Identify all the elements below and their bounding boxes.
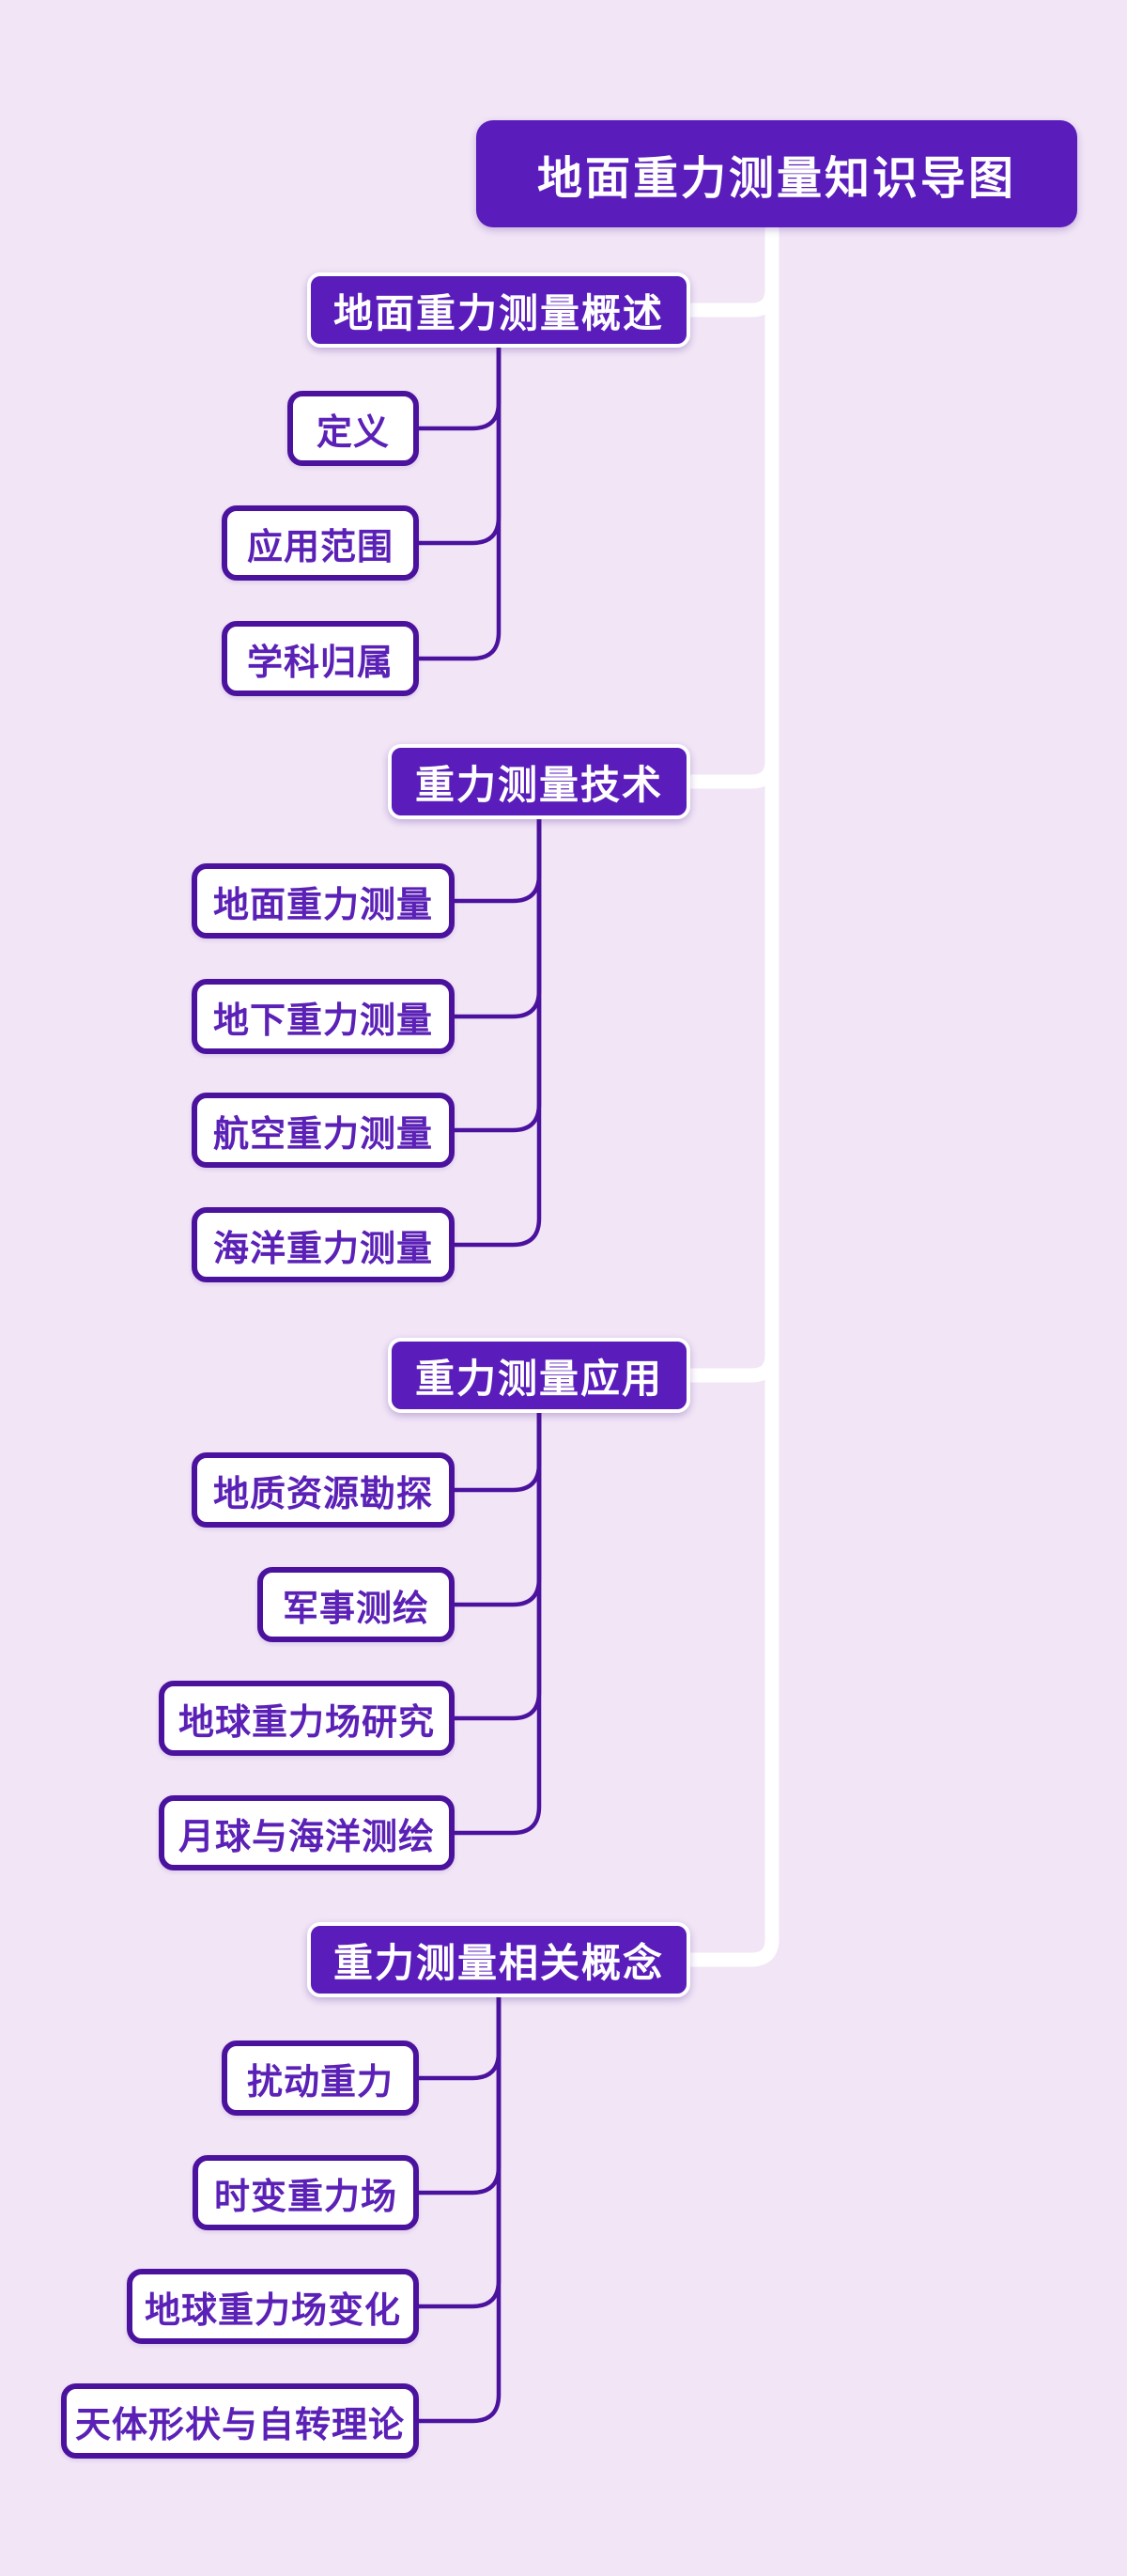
child-node-marine-gravimetry[interactable]: 海洋重力测量 <box>192 1207 455 1282</box>
child-node-underground-gravimetry[interactable]: 地下重力测量 <box>192 979 455 1054</box>
child-node-label: 应用范围 <box>246 527 394 567</box>
child-node-time-varying-gravity-field[interactable]: 时变重力场 <box>193 2155 419 2230</box>
child-connector <box>416 1995 502 2309</box>
child-connector <box>452 817 542 1248</box>
branch-node-techniques[interactable]: 重力测量技术 <box>388 744 690 819</box>
child-node-ground-gravimetry[interactable]: 地面重力测量 <box>192 863 455 939</box>
child-node-earth-gravity-field-research[interactable]: 地球重力场研究 <box>159 1681 455 1756</box>
child-connector <box>452 817 542 1133</box>
root-node[interactable]: 地面重力测量知识导图 <box>476 120 1077 227</box>
child-node-label: 地球重力场研究 <box>178 1702 435 1743</box>
child-node-label: 月球与海洋测绘 <box>178 1817 435 1857</box>
child-connector <box>416 1995 502 2424</box>
branch-node-label: 地面重力测量概述 <box>332 290 664 335</box>
branch-connector-overview <box>687 288 780 318</box>
child-node-label: 扰动重力 <box>246 2062 394 2103</box>
child-node-label: 军事测绘 <box>282 1589 429 1629</box>
child-connector <box>416 346 502 661</box>
child-node-celestial-shape-rotation-theory[interactable]: 天体形状与自转理论 <box>61 2383 419 2459</box>
branch-node-overview[interactable]: 地面重力测量概述 <box>307 272 690 348</box>
child-connector <box>416 1995 502 2081</box>
child-connector <box>416 346 502 431</box>
child-node-label: 时变重力场 <box>213 2177 397 2217</box>
child-connector <box>452 1411 542 1493</box>
branch-node-related-concepts[interactable]: 重力测量相关概念 <box>307 1922 690 1997</box>
child-node-label: 地面重力测量 <box>212 885 433 925</box>
branch-node-label: 重力测量技术 <box>414 762 663 807</box>
child-node-discipline-affiliation[interactable]: 学科归属 <box>222 621 419 696</box>
child-node-earth-gravity-field-changes[interactable]: 地球重力场变化 <box>127 2269 419 2344</box>
child-node-definition[interactable]: 定义 <box>287 391 419 466</box>
child-connector <box>452 817 542 1019</box>
child-node-label: 地球重力场变化 <box>144 2290 401 2331</box>
child-connector <box>416 346 502 546</box>
branch-node-applications[interactable]: 重力测量应用 <box>388 1338 690 1413</box>
child-node-label: 定义 <box>316 412 390 453</box>
child-node-label: 学科归属 <box>246 643 394 683</box>
child-connector <box>452 1411 542 1721</box>
child-node-label: 航空重力测量 <box>212 1114 433 1155</box>
root-node-label: 地面重力测量知识导图 <box>536 154 1016 204</box>
child-node-label: 海洋重力测量 <box>212 1229 433 1269</box>
child-connector <box>452 1411 542 1607</box>
child-node-label: 地下重力测量 <box>212 1001 433 1041</box>
child-connector <box>452 817 542 904</box>
branch-node-label: 重力测量应用 <box>414 1356 663 1401</box>
child-node-label: 天体形状与自转理论 <box>74 2405 405 2445</box>
spine-connector <box>687 224 780 1967</box>
child-node-lunar-marine-surveying[interactable]: 月球与海洋测绘 <box>159 1795 455 1870</box>
child-node-geological-resource-exploration[interactable]: 地质资源勘探 <box>192 1452 455 1528</box>
branch-node-label: 重力测量相关概念 <box>332 1940 664 1985</box>
child-node-label: 地质资源勘探 <box>212 1474 433 1514</box>
child-node-disturbing-gravity[interactable]: 扰动重力 <box>222 2041 419 2116</box>
branch-connector-applications <box>687 1354 780 1383</box>
branch-connector-techniques <box>687 760 780 789</box>
child-node-military-surveying[interactable]: 军事测绘 <box>257 1567 455 1642</box>
child-node-application-scope[interactable]: 应用范围 <box>222 505 419 581</box>
child-connector <box>416 1995 502 2196</box>
child-node-airborne-gravimetry[interactable]: 航空重力测量 <box>192 1093 455 1168</box>
child-connector <box>452 1411 542 1836</box>
